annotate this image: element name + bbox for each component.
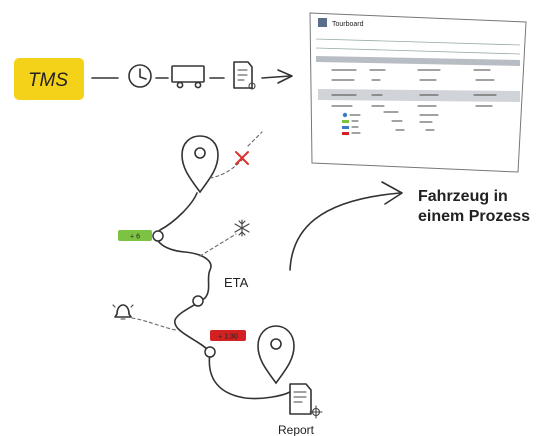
route-stop (152, 230, 164, 242)
headline-line-1: Fahrzeug in (418, 188, 508, 205)
route-stop (192, 295, 204, 307)
tms-box: TMS (14, 58, 84, 100)
curved-arrow (289, 181, 403, 271)
tms-label: TMS (28, 70, 68, 91)
eta-label: ETA (224, 275, 249, 290)
route-stop (204, 346, 216, 358)
report-document-icon (289, 383, 323, 419)
location-pin-icon (257, 325, 295, 385)
status-badge-late: + 1:30 (210, 330, 246, 341)
report-label: Report (278, 423, 315, 436)
badge-late-text: + 1:30 (218, 334, 238, 341)
snowflake-icon (234, 219, 250, 237)
document-gear-icon (233, 61, 256, 90)
headline-line-2: einem Prozess (418, 208, 530, 225)
dashboard-screenshot: Tourboard (309, 12, 527, 173)
badge-early-text: + 6 (130, 234, 140, 241)
dashboard-title: Tourboard (332, 21, 364, 28)
truck-icon (171, 65, 205, 89)
alarm-bell-icon (112, 304, 134, 320)
location-pin-icon (181, 135, 219, 194)
x-icon (235, 151, 249, 165)
status-badge-early: + 6 (118, 230, 152, 241)
clock-icon (128, 64, 152, 88)
